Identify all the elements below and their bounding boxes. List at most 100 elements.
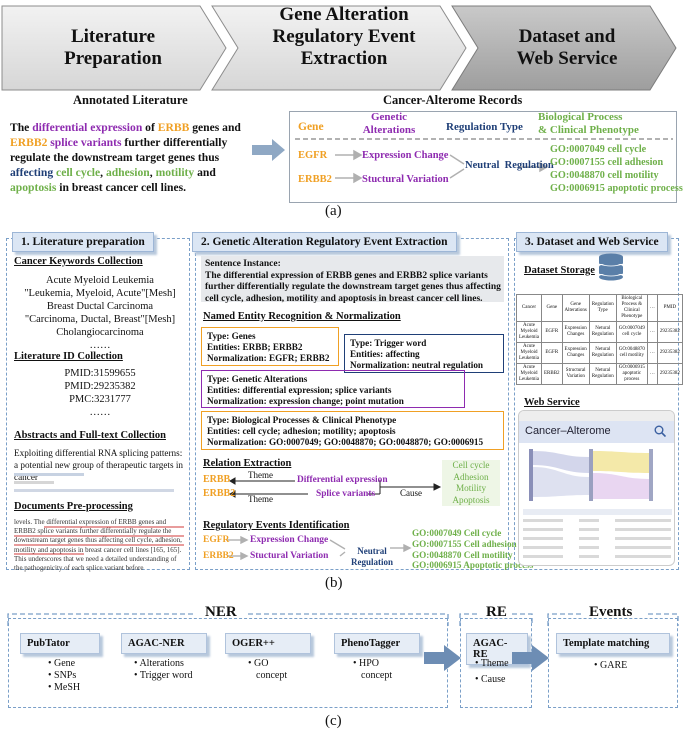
- database-icon: [598, 253, 624, 281]
- bio-type: Type: Biological Processes & Clinical Ph…: [207, 415, 397, 425]
- group-ner-label: NER: [205, 604, 237, 620]
- re-splice-variants: Splice variants: [316, 489, 376, 499]
- step-2-chevron: [211, 5, 467, 91]
- re-bio-item: Cell cycle: [452, 460, 490, 470]
- section-a-label: (a): [325, 203, 342, 219]
- table-cell: Netural Regulation: [588, 342, 617, 364]
- ner-title: Named Entity Recognition & Normalization: [203, 311, 401, 322]
- table-cell: EGFR: [540, 321, 563, 343]
- tool-item: • Gene: [48, 658, 76, 669]
- bio-norm: Normalization: GO:0007049; GO:0048870; G…: [207, 437, 484, 447]
- table-row: Acute Myeloid Leukemia EGFR Expression C…: [516, 342, 683, 364]
- trigger-entities: Entities: affecting: [350, 349, 420, 359]
- annotated-literature-title: Annotated Literature: [73, 93, 188, 107]
- tool-item: • Theme: [475, 658, 509, 669]
- sentence-segment: cell cycle: [56, 166, 101, 179]
- browser-bar: [519, 411, 674, 421]
- sentence-segment: ,: [149, 166, 156, 179]
- header-regulation-type: Regulation Type: [446, 121, 523, 133]
- sentence-segment: genes and: [189, 121, 241, 134]
- sentence-segment: ERBB: [157, 121, 190, 134]
- table-cell: Acute Myeloid Leukemia: [516, 342, 542, 364]
- id-item: ……: [89, 407, 111, 418]
- keywords-title: Cancer Keywords Collection: [14, 256, 143, 267]
- header-bio-process: Biological Process & Clinical Phenotype: [538, 111, 639, 136]
- tool-item: • HPO: [353, 658, 380, 669]
- table-cell: Structural Variation: [561, 363, 590, 385]
- tool-item: • Cause: [475, 674, 506, 685]
- preprocessing-text: levels. The differential expression of E…: [14, 518, 182, 573]
- table-cell: Netural Regulation: [588, 363, 617, 385]
- table-cell: 29235382: [656, 363, 683, 385]
- box-trigger: Type: Trigger word Entities: affecting N…: [344, 334, 504, 373]
- tool-phenotagger: PhenoTagger: [334, 633, 420, 654]
- sankey-thumbnail: [529, 449, 653, 501]
- keyword-list: Acute Myeloid Leukemia "Leukemia, Myeloi…: [14, 274, 186, 352]
- sentence-instance: Sentence Instance: The differential expr…: [205, 259, 501, 305]
- go-term: GO:0048870 cell motility: [550, 170, 659, 181]
- table-row: Acute Myeloid Leukemia EGFR Expression C…: [516, 321, 683, 343]
- table-cell: GO:0007049 cell cycle: [615, 321, 648, 343]
- step-3-text: Dataset and Web Service: [516, 26, 618, 69]
- id-item: PMID:31599655: [64, 368, 136, 379]
- regulation-value: Neutral Regulation: [465, 160, 554, 171]
- agac-ner-items: • Alterations • Trigger word: [134, 658, 193, 682]
- abstracts-title: Abstracts and Full-text Collection: [14, 430, 166, 441]
- table-cell: Acute Myeloid Leukemia: [516, 363, 542, 385]
- step-3-chevron: [451, 5, 677, 91]
- table-cell: Acute Myeloid Leukemia: [516, 321, 542, 343]
- sentence-segment: of: [142, 121, 158, 134]
- oger-items: • GO concept: [248, 658, 287, 682]
- tool-item: • MeSH: [48, 682, 81, 693]
- table-cell: Netural Regulation: [588, 321, 617, 343]
- search-icon: [654, 425, 666, 437]
- sentence-segment: The: [10, 121, 33, 134]
- article-meta-lines: [14, 473, 174, 492]
- sentence-segment: splice variants: [50, 136, 122, 149]
- sentence-segment: and: [194, 166, 216, 179]
- table-header-cell: Cancer: [516, 294, 542, 322]
- step-1-label: Literature Preparation: [18, 26, 208, 70]
- arrow-re-to-events-icon: [512, 645, 549, 671]
- re-cause: Cause: [400, 488, 422, 498]
- sentence-segment: affecting: [10, 166, 54, 179]
- table-cell: …: [646, 321, 658, 343]
- literature-id-title: Literature ID Collection: [14, 351, 123, 362]
- tool-item: • Trigger word: [134, 670, 193, 681]
- event-diagram: [227, 535, 412, 561]
- events-identification-title: Regulatory Events Identification: [203, 520, 350, 531]
- table-cell: EGFR: [540, 342, 563, 364]
- re-theme-2: Theme: [248, 494, 273, 504]
- id-item: PMC:3231777: [69, 394, 131, 405]
- sentence-segment: in breast cancer cell lines.: [56, 181, 187, 194]
- keyword-item: ……: [89, 340, 111, 351]
- tool-item: • SNPs: [48, 670, 77, 681]
- table-cell: 29235382: [656, 342, 683, 364]
- go-term: GO:0007049 cell cycle: [550, 144, 647, 155]
- box-bio: Type: Biological Processes & Clinical Ph…: [201, 411, 504, 450]
- dataset-table: Cancer Gene Gene Alterations Regulation …: [516, 294, 683, 385]
- bio-entities: Entities: cell cycle; adhesion; motility…: [207, 426, 396, 436]
- events-group-box: [548, 618, 678, 708]
- keyword-item: Breast Ductal Carcinoma: [46, 301, 154, 312]
- records-box: [289, 111, 677, 203]
- re-erbb: ERBB: [203, 474, 231, 485]
- table-header-cell: …: [646, 294, 658, 322]
- box-genes: Type: Genes Entities: ERBB; ERBB2 Normal…: [201, 327, 339, 366]
- results-table-thumbnail: [523, 509, 672, 558]
- table-cell: …: [646, 363, 658, 385]
- ev-regulation: Neutral Regulation: [350, 546, 393, 567]
- table-cell: Expression Changes: [561, 342, 590, 364]
- dataset-storage-title: Dataset Storage: [524, 265, 595, 276]
- ev-go-item: GO:0006915 Apoptotic process: [412, 560, 534, 571]
- table-header-cell: Regulation Type: [588, 294, 617, 322]
- ev-erbb2: ERBB2: [203, 551, 234, 561]
- step-1-text: Literature Preparation: [64, 26, 162, 69]
- tool-item: • Alterations: [134, 658, 184, 669]
- instance-text: The differential expression of ERBB gene…: [205, 270, 501, 304]
- arrow-ner-to-re-icon: [424, 645, 461, 671]
- workflow-chevrons: [1, 5, 677, 91]
- re-bio-item: Adhesion: [453, 471, 489, 482]
- table-header-row: Cancer Gene Gene Alterations Regulation …: [516, 294, 683, 322]
- tool-item: • GO: [248, 658, 269, 669]
